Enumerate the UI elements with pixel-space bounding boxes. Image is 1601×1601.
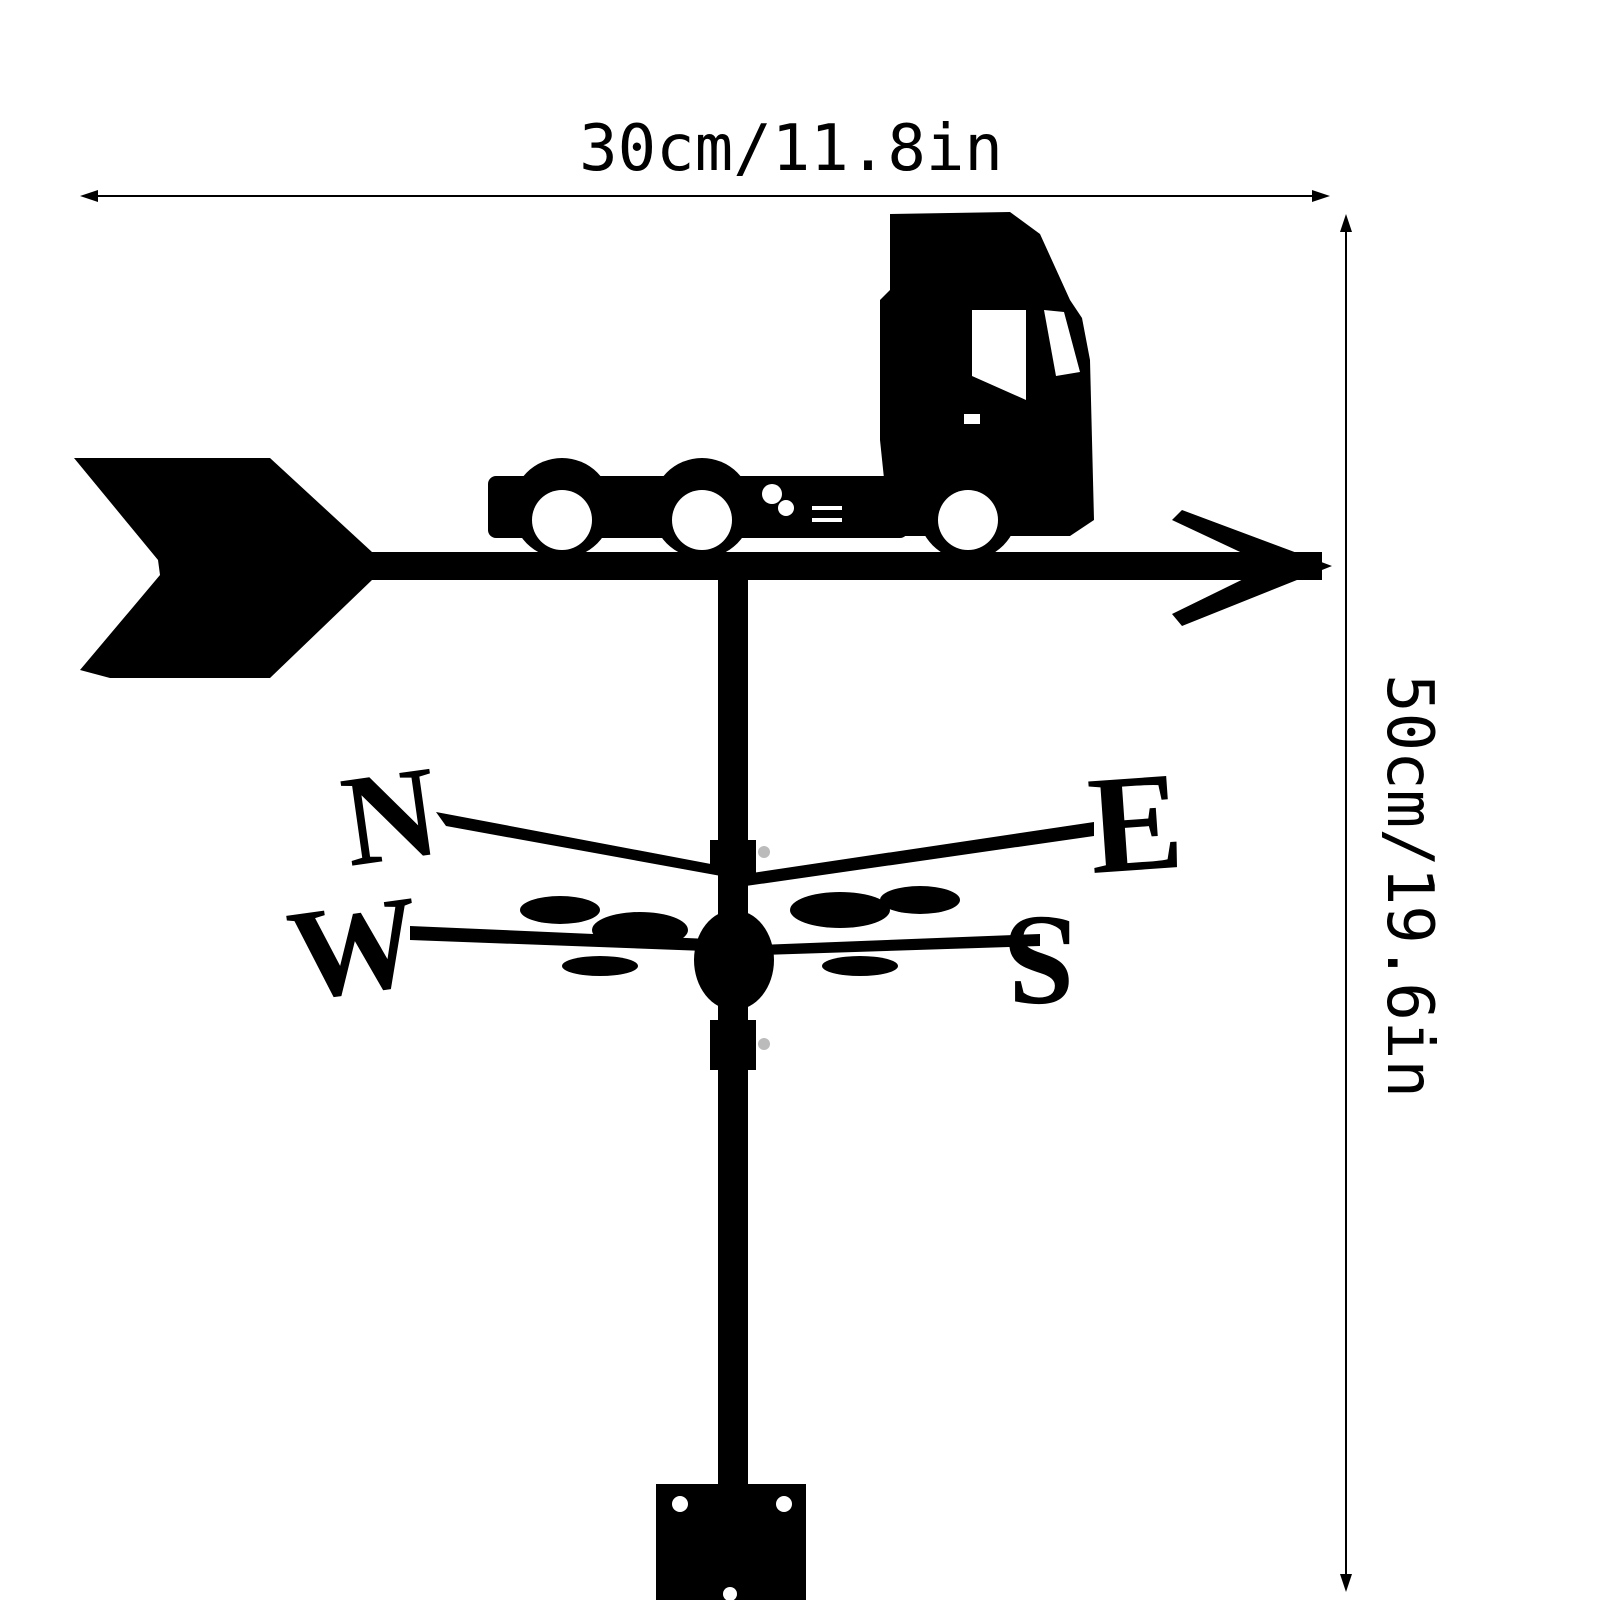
truck-step-detail <box>812 518 842 522</box>
scroll-ornament <box>790 892 890 928</box>
truck-side-window <box>972 310 1026 400</box>
arrow-shaft <box>360 552 1322 580</box>
weathervane-silhouette: N W E S <box>74 212 1332 1601</box>
compass-letter-south: S <box>1004 889 1076 1033</box>
compass-letter-east: E <box>1084 743 1188 904</box>
height-arrowhead-bottom <box>1340 1574 1352 1592</box>
truck-front-wheel <box>938 490 998 550</box>
weathervane-pole <box>718 580 748 1580</box>
scroll-ornament <box>562 956 638 976</box>
compass-arm-north-west <box>436 812 732 878</box>
truck-tank-detail <box>762 484 782 504</box>
collar-bolt-icon <box>758 846 770 858</box>
pole-collar-lower <box>710 1020 756 1070</box>
arrow-tail-icon <box>74 458 372 678</box>
scroll-ornament <box>520 896 600 924</box>
truck-door-handle <box>964 414 980 424</box>
truck-step-detail <box>812 506 842 510</box>
width-arrowhead-left <box>80 190 98 202</box>
width-dimension: 30cm/11.8in <box>80 112 1330 202</box>
compass-letter-north: N <box>334 739 447 895</box>
scroll-ornament <box>592 912 688 948</box>
compass-arm-south-east <box>732 934 1040 956</box>
width-arrowhead-right <box>1312 190 1330 202</box>
mounting-hole-icon <box>723 1587 737 1601</box>
width-label: 30cm/11.8in <box>579 112 1003 186</box>
compass-letter-west: W <box>280 868 429 1029</box>
mounting-hole-icon <box>672 1496 688 1512</box>
mounting-hole-icon <box>776 1496 792 1512</box>
scroll-ornament <box>880 886 960 914</box>
truck-rear-wheel-2 <box>672 490 732 550</box>
height-arrowhead-top <box>1340 214 1352 232</box>
compass-arm-east <box>732 822 1094 888</box>
truck-icon <box>488 212 1094 560</box>
scroll-ornament <box>822 956 898 976</box>
truck-tank-detail <box>778 500 794 516</box>
height-label: 50cm/19.6in <box>1372 674 1446 1098</box>
center-ornament <box>694 910 774 1010</box>
arrow-head-icon <box>1172 510 1332 626</box>
truck-rear-wheel-1 <box>532 490 592 550</box>
truck-windshield <box>1044 310 1080 376</box>
collar-bolt-icon <box>758 1038 770 1050</box>
height-dimension: 50cm/19.6in <box>1340 214 1446 1592</box>
